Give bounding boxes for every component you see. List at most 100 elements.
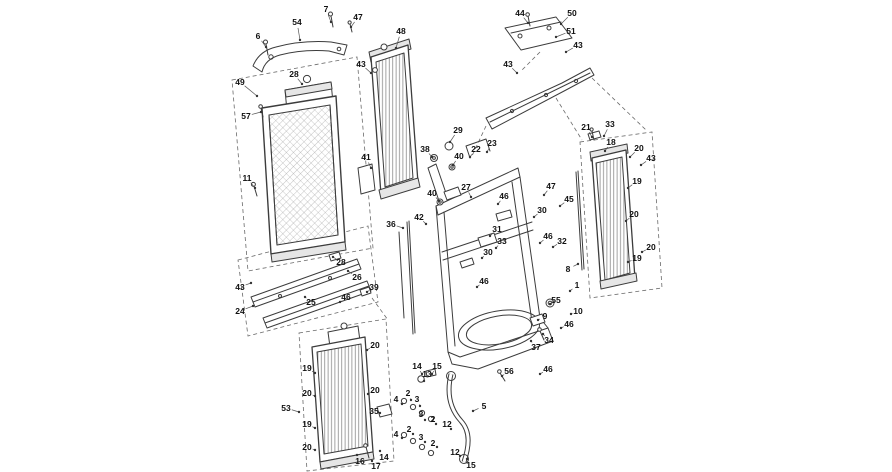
- fastener-dot-20-40: [640, 250, 644, 254]
- callout-7-0: 7: [324, 4, 329, 14]
- callout-3-73: 3: [419, 409, 424, 419]
- callout-19-25: 19: [632, 176, 642, 186]
- fastener-dot-46-46: [475, 285, 479, 289]
- fastener-dot-33-37: [494, 246, 498, 250]
- screw-icon: [589, 127, 594, 132]
- fastener-dot-3-73: [423, 418, 427, 422]
- fastener-dot-54-2: [298, 38, 302, 42]
- callout-11-26: 11: [243, 173, 252, 183]
- callout-33-37: 33: [497, 236, 507, 246]
- clamp-icon: [446, 371, 456, 381]
- fastener-dot-28-44: [331, 255, 335, 259]
- hose: [446, 371, 471, 464]
- leader-line-54-2: [297, 27, 301, 41]
- fastener-dot-56-64: [500, 374, 504, 378]
- fastener-dot-2-69: [409, 398, 413, 402]
- leader-line-24-52: [245, 305, 254, 310]
- callout-17-85: 17: [371, 461, 381, 471]
- fastener-dot-26-43: [346, 269, 350, 273]
- fastener-dot-13-63: [422, 379, 426, 383]
- fastener-dot-42-33: [424, 222, 428, 226]
- callout-20-40: 20: [646, 242, 656, 252]
- callout-14-84: 14: [379, 452, 389, 462]
- callout-6-3: 6: [256, 31, 261, 41]
- screw-icon: [363, 443, 368, 448]
- fastener-dot-2-80: [435, 445, 439, 449]
- callout-43-8: 43: [573, 40, 583, 50]
- fastener-dot-19-41: [626, 260, 630, 264]
- fastener-dot-29-14: [448, 140, 452, 144]
- callout-36-34: 36: [386, 219, 396, 229]
- fastener-dot-38-22: [430, 155, 434, 159]
- callout-46-38: 46: [543, 231, 553, 241]
- screw-icon: [328, 11, 333, 17]
- radiator-right: [587, 127, 638, 290]
- callout-19-41: 19: [632, 253, 642, 263]
- clamp-icon: [444, 141, 454, 151]
- callout-5-72: 5: [482, 401, 487, 411]
- fastener-dot-41-24: [369, 166, 373, 170]
- callout-19-76: 19: [302, 419, 312, 429]
- screw-icon: [525, 12, 530, 17]
- callout-31-35: 31: [492, 224, 502, 234]
- leader-line-53-81: [291, 409, 300, 413]
- radiator-left-assembly: [261, 74, 347, 263]
- fastener-dot-20-67: [366, 392, 370, 396]
- fastener-dot-30-31: [532, 215, 536, 219]
- fastener-dot-46-38: [538, 241, 542, 245]
- fastener-dot-19-60: [313, 371, 317, 375]
- leader-line-6-3: [261, 40, 267, 48]
- fastener-dot-40-23: [451, 163, 455, 167]
- fastener-dot-39-49: [365, 290, 369, 294]
- screw-icon: [497, 369, 502, 374]
- upper-support-plate: [504, 12, 573, 51]
- callout-12-86: 12: [450, 447, 460, 457]
- callout-25-51: 25: [306, 297, 316, 307]
- callout-24-52: 24: [235, 306, 245, 316]
- callout-26-43: 26: [352, 272, 362, 282]
- callout-4-68: 4: [394, 394, 399, 404]
- callout-43-12: 43: [503, 59, 513, 69]
- fastener-dot-44-5: [526, 21, 530, 25]
- callout-37-57: 37: [531, 342, 541, 352]
- callout-29-14: 29: [453, 125, 463, 135]
- fastener-dot-23-15: [485, 150, 489, 154]
- fastener-dot-3-79: [423, 440, 427, 444]
- callout-34-58: 34: [544, 335, 554, 345]
- fastener-dot-51-7: [554, 35, 558, 39]
- fastener-dot-27-27: [469, 195, 473, 199]
- fastener-dot-49-11: [255, 94, 259, 98]
- callout-51-7: 51: [566, 26, 576, 36]
- callout-19-60: 19: [302, 363, 312, 373]
- fitting-icon: [380, 43, 388, 51]
- fastener-dot-33-18: [602, 134, 606, 138]
- callout-15-87: 15: [466, 460, 476, 470]
- fastener-dot-5-72: [471, 409, 475, 413]
- fastener-dot-20-59: [365, 348, 369, 352]
- callout-20-36: 20: [629, 209, 639, 219]
- fastener-dot-22-16: [468, 155, 472, 159]
- fastener-dot-8-47: [576, 262, 580, 266]
- fastener-dot-36-34: [401, 226, 405, 230]
- callout-2-69: 2: [406, 388, 411, 398]
- callout-22-16: 22: [471, 144, 481, 154]
- leader-line-51-7: [555, 32, 566, 38]
- fastener-dot-20-36: [624, 219, 628, 223]
- fastener-dot-30-42: [480, 256, 484, 260]
- callout-46-56: 46: [564, 319, 574, 329]
- leader-line-50-6: [560, 16, 569, 25]
- callout-13-63: 13: [422, 369, 432, 379]
- callout-21-17: 21: [581, 122, 591, 132]
- fastener-dot-43-8: [564, 50, 568, 54]
- callout-46-46: 46: [479, 276, 489, 286]
- callout-44-5: 44: [515, 8, 525, 18]
- fastener-dot-43-12: [515, 71, 519, 75]
- fastener-dot-31-35: [488, 234, 492, 238]
- callout-27-27: 27: [461, 182, 471, 192]
- fastener-dot-34-58: [541, 332, 545, 336]
- fitting-icon: [372, 67, 378, 73]
- callout-43-9: 43: [356, 59, 366, 69]
- fastener-dot-12-75: [449, 427, 453, 431]
